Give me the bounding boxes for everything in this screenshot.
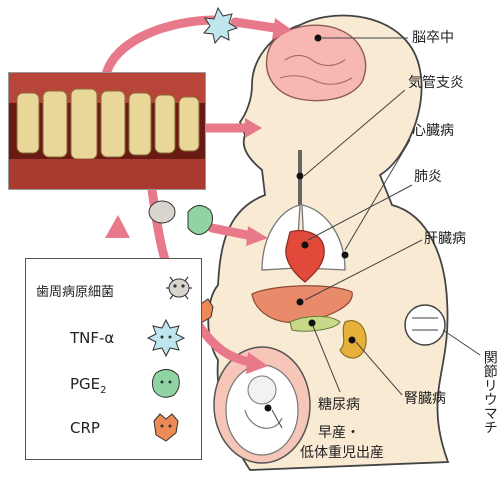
label-bronchitis: 気管支炎: [408, 76, 464, 90]
legend-bacteria-icon: [162, 271, 196, 305]
teeth-photo: [8, 72, 206, 190]
label-heart-disease: 心臓病: [412, 124, 454, 138]
knee-joint: [405, 305, 445, 345]
label-kidney-disease: 腎臓病: [404, 392, 446, 406]
label-premature-birth-1: 早産・: [318, 426, 360, 440]
label-diabetes: 糖尿病: [318, 398, 360, 412]
legend-crp-icon: [148, 409, 184, 445]
legend-pge2-label: PGE2: [70, 375, 107, 396]
legend-tnf-icon: [146, 317, 186, 357]
tnf-alpha-icon: [204, 8, 237, 43]
label-premature-birth-2: 低体重児出産: [300, 446, 384, 460]
bacteria-icon: [149, 201, 175, 223]
label-stroke: 脳卒中: [412, 31, 454, 45]
legend-tnf-label: TNF-α: [70, 329, 114, 347]
legend-crp-label: CRP: [70, 419, 100, 437]
label-pneumonia: 肺炎: [414, 170, 442, 184]
legend-box: 歯周病原細菌 TNF-α PGE2 CRP: [25, 258, 202, 460]
label-liver-disease: 肝臓病: [424, 232, 466, 246]
legend-pge2-icon: [148, 365, 184, 401]
legend-bacteria-label: 歯周病原細菌: [36, 281, 114, 300]
label-arthritis: 関節リウマチ: [482, 350, 497, 434]
